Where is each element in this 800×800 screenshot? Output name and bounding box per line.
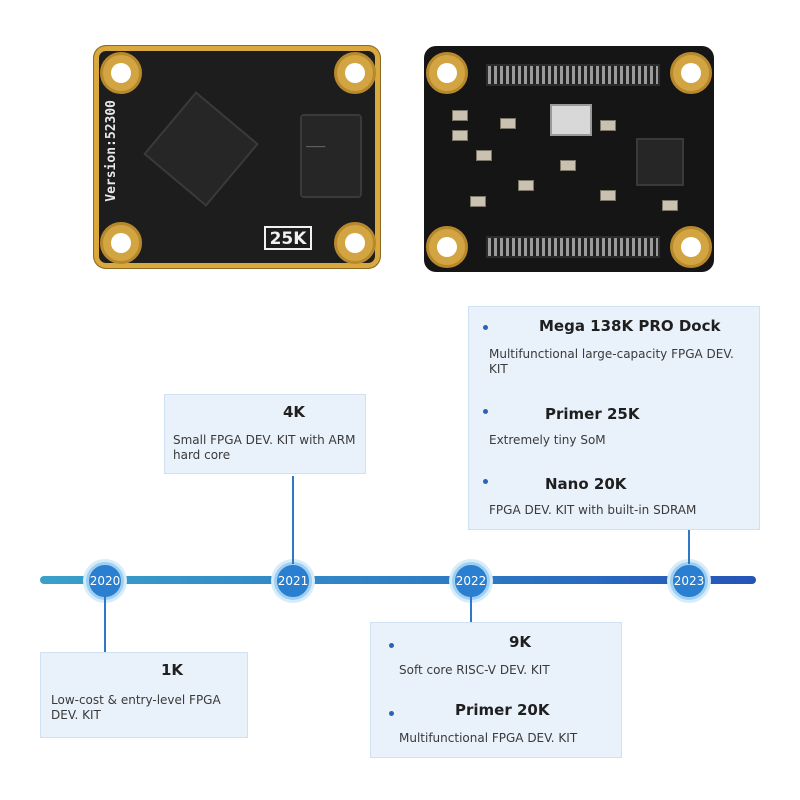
smd-component <box>470 196 486 207</box>
mount-hole <box>100 222 142 264</box>
mount-hole <box>670 226 712 268</box>
mount-hole <box>100 52 142 94</box>
product-description: Multifunctional FPGA DEV. KIT <box>399 731 578 745</box>
bullet-icon <box>389 711 394 716</box>
mount-hole <box>334 52 376 94</box>
capacity-badge: 25K <box>264 226 312 250</box>
smd-component <box>662 200 678 211</box>
connector-line <box>292 476 294 564</box>
version-label: Version:52300 <box>104 100 119 202</box>
mount-hole <box>334 222 376 264</box>
product-description: Low-cost & entry-level FPGA DEV. KIT <box>51 693 221 722</box>
bullet-icon <box>483 409 488 414</box>
product-title: Mega 138K PRO Dock <box>539 317 721 335</box>
smd-component <box>518 180 534 191</box>
mount-hole <box>670 52 712 94</box>
product-description: Extremely tiny SoM <box>489 433 606 447</box>
led-component <box>550 104 592 136</box>
timeline-axis <box>40 576 756 584</box>
milestone-card-2020: 1K Low-cost & entry-level FPGA DEV. KIT <box>40 652 248 738</box>
board-connector <box>486 236 660 258</box>
product-description: FPGA DEV. KIT with built-in SDRAM <box>489 503 697 517</box>
mount-hole <box>426 226 468 268</box>
product-title: 4K <box>283 403 306 421</box>
smd-component <box>452 110 468 121</box>
memory-chip <box>300 114 362 198</box>
bullet-icon <box>483 325 488 330</box>
chip-marking: ———— <box>306 142 326 151</box>
product-description: Small FPGA DEV. KIT with ARM hard core <box>173 433 356 462</box>
smd-component <box>600 190 616 201</box>
smd-component <box>600 120 616 131</box>
product-title: 9K <box>509 633 532 651</box>
product-title: Primer 25K <box>545 405 640 423</box>
smd-component <box>500 118 516 129</box>
connector-line <box>470 596 472 624</box>
product-description: Soft core RISC-V DEV. KIT <box>399 663 550 677</box>
product-description: Multifunctional large-capacity FPGA DEV.… <box>489 347 734 376</box>
ic-chip <box>636 138 684 186</box>
smd-component <box>560 160 576 171</box>
smd-component <box>476 150 492 161</box>
year-marker-2023: 2023 <box>670 562 708 600</box>
milestone-card-2023: Mega 138K PRO Dock Multifunctional large… <box>468 306 760 530</box>
product-title: Nano 20K <box>545 475 627 493</box>
year-marker-2022: 2022 <box>452 562 490 600</box>
bullet-icon <box>389 643 394 648</box>
product-title: 1K <box>161 661 184 679</box>
milestone-card-2021: 4K Small FPGA DEV. KIT with ARM hard cor… <box>164 394 366 474</box>
product-title: Primer 20K <box>455 701 550 719</box>
connector-line <box>688 528 690 564</box>
year-marker-2021: 2021 <box>274 562 312 600</box>
bullet-icon <box>483 479 488 484</box>
year-marker-2020: 2020 <box>86 562 124 600</box>
connector-line <box>104 596 106 652</box>
milestone-card-2022: 9K Soft core RISC-V DEV. KIT Primer 20K … <box>370 622 622 758</box>
mount-hole <box>426 52 468 94</box>
board-connector <box>486 64 660 86</box>
smd-component <box>452 130 468 141</box>
